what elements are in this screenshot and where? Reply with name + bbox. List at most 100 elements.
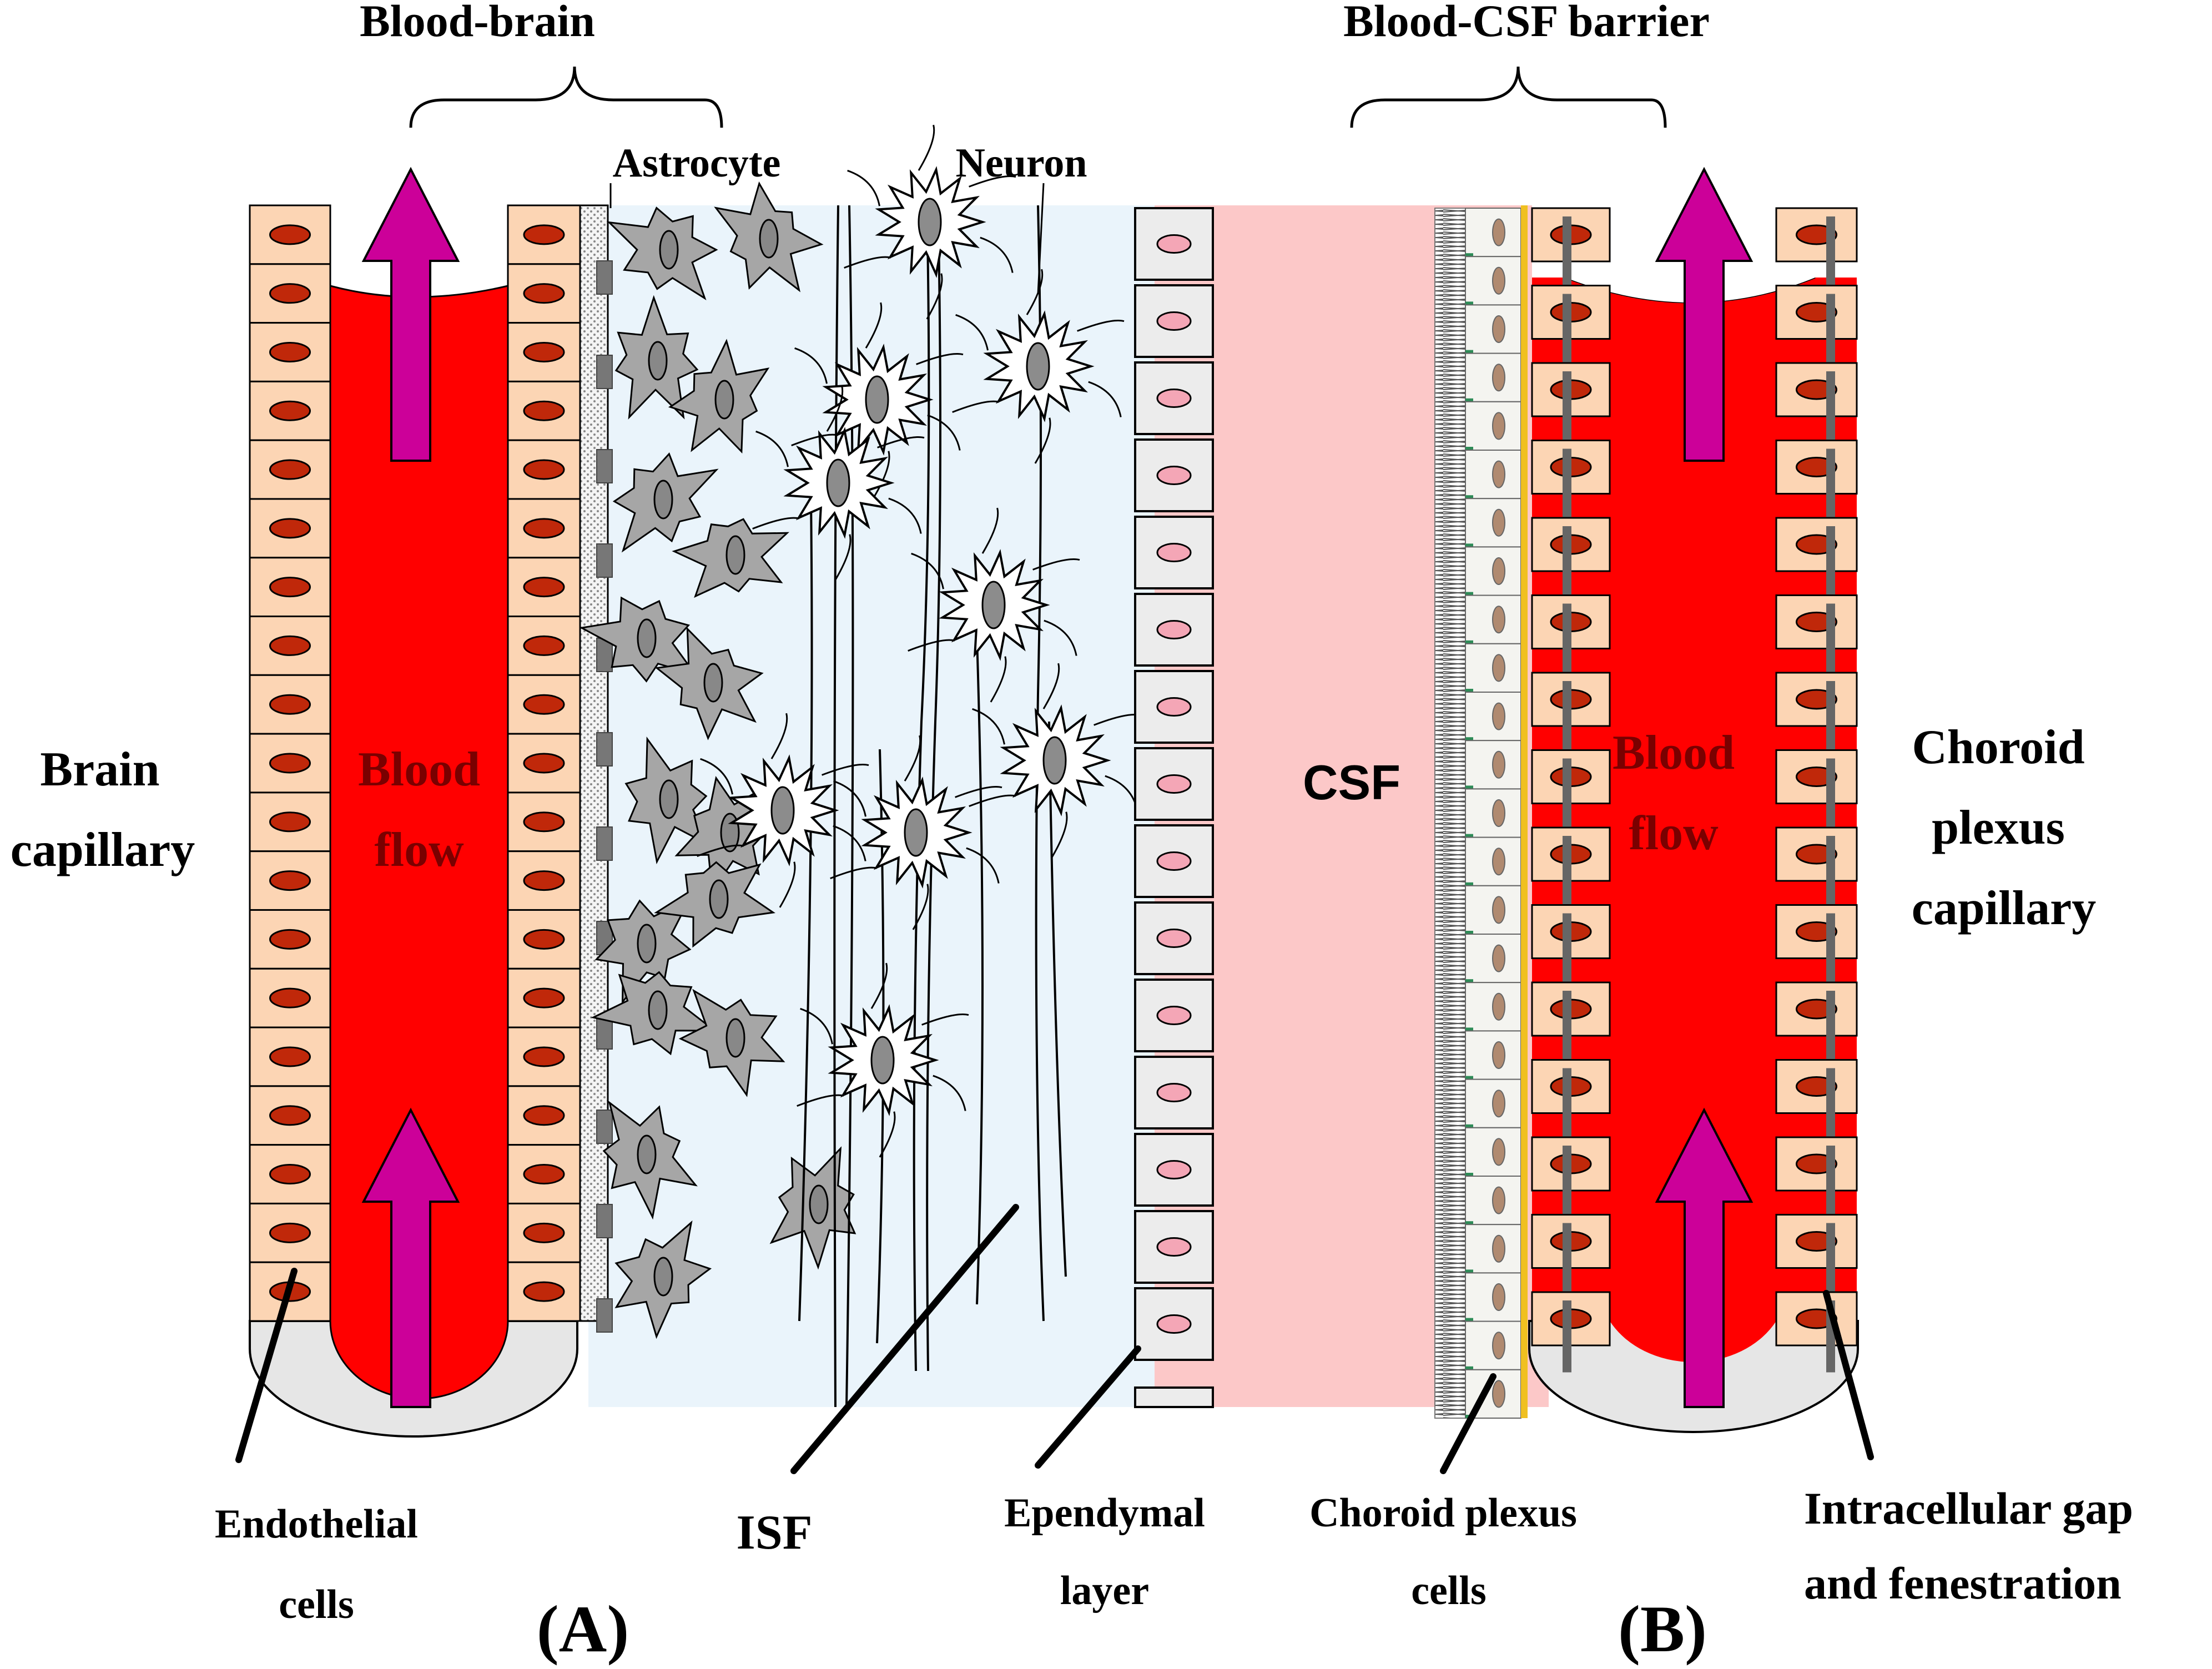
fenestration-gap <box>1826 991 1835 1063</box>
endothelial-cells-left <box>249 204 331 1322</box>
astrocyte-nucleus <box>709 879 729 919</box>
choroid-plexus-nucleus <box>1492 1283 1505 1311</box>
fenestrated-endothelial-cell <box>1775 440 1858 495</box>
ependymal-cell <box>1134 1386 1214 1408</box>
neuron-nucleus <box>865 375 889 424</box>
astrocyte-label: Astrocyte <box>613 140 781 186</box>
endothelial-nucleus <box>523 518 565 539</box>
tight-junction <box>1465 1173 1473 1176</box>
dendrite <box>826 385 844 432</box>
choroid-plexus-nucleus <box>1492 944 1505 972</box>
astrocyte-nucleus <box>725 535 745 575</box>
tight-junction <box>1465 1076 1473 1080</box>
tight-junction <box>1465 301 1473 305</box>
panel-a-label: (A) <box>537 1592 629 1666</box>
fenestrated-cells-right <box>1775 207 1858 1373</box>
fenestration-gap <box>1563 1068 1571 1140</box>
choroid-plexus-nucleus <box>1492 1090 1505 1118</box>
fenestration-gap <box>1826 294 1835 366</box>
ependymal-nucleus <box>1156 1237 1192 1257</box>
choroid-plexus-cells-line1: Choroid plexus <box>1309 1490 1577 1536</box>
dendrite <box>918 124 935 171</box>
fenestration-gap <box>1826 603 1835 675</box>
end-foot <box>596 1204 613 1238</box>
endothelial-nucleus <box>269 577 311 598</box>
ependymal-nucleus <box>1156 311 1192 331</box>
fenestration-gap <box>1826 836 1835 908</box>
choroid-plexus-nucleus <box>1492 654 1505 682</box>
blood-flow-arrow-a-bottom <box>361 1107 460 1408</box>
endothelial-nucleus <box>523 283 565 304</box>
blood-flow-a-line2: flow <box>374 823 464 877</box>
ependymal-layer-line1: Ependymal <box>1004 1490 1205 1536</box>
fenestration-gap <box>1563 526 1571 598</box>
fenestration-gap <box>1826 913 1835 985</box>
astrocyte-nucleus <box>725 1018 745 1058</box>
blood-flow-b-line1: Blood <box>1613 726 1735 780</box>
choroid-plexus-nucleus <box>1492 1332 1505 1360</box>
brain-capillary-label-line2: capillary <box>11 823 195 877</box>
ependymal-nucleus <box>1156 929 1192 948</box>
blood-brain-title: Blood-brain <box>360 0 595 46</box>
tight-junction <box>1465 931 1473 934</box>
dendrite <box>822 763 869 776</box>
choroid-plexus-nucleus <box>1492 266 1505 295</box>
dendrite <box>844 256 891 269</box>
neuron-nucleus <box>870 1036 895 1085</box>
dendrite <box>911 552 944 589</box>
endothelial-nucleus <box>269 224 311 245</box>
intracellular-gap-line1: Intracellular gap <box>1804 1483 2133 1534</box>
fenestration-gap <box>1563 758 1571 830</box>
dendrite <box>1032 558 1080 571</box>
choroid-plexus-nucleus <box>1492 460 1505 488</box>
dendrite <box>981 507 999 554</box>
ependymal-nucleus <box>1156 697 1192 717</box>
choroid-basement-membrane <box>1521 205 1528 1418</box>
dendrite <box>916 352 964 365</box>
choroid-capillary-line3: capillary <box>1912 881 2096 935</box>
endothelial-nucleus <box>523 1105 565 1126</box>
ependymal-nucleus <box>1156 389 1192 408</box>
panel-a-blood-brain-barrier <box>249 66 1216 1438</box>
fenestration-gap <box>1563 603 1571 675</box>
dendrite <box>700 758 733 795</box>
end-foot <box>596 1110 613 1144</box>
dendrite <box>933 1075 966 1111</box>
endothelial-nucleus <box>523 1222 565 1243</box>
choroid-plexus-nucleus <box>1492 1186 1505 1214</box>
dendrite <box>830 866 878 879</box>
astrocyte-nucleus <box>653 1257 673 1297</box>
fenestration-gap <box>1563 681 1571 753</box>
endothelial-nucleus <box>269 1046 311 1067</box>
endothelial-nucleus <box>269 635 311 656</box>
neuron-nucleus <box>918 198 942 246</box>
dendrite <box>873 451 890 497</box>
fenestration-gap <box>1826 1146 1835 1218</box>
endothelial-nucleus <box>269 518 311 539</box>
tight-junction <box>1465 882 1473 886</box>
dendrite <box>1034 417 1051 464</box>
brain-capillary-label-line1: Brain <box>40 743 159 796</box>
tight-junction <box>1465 495 1473 499</box>
fenestration-gap <box>1826 1068 1835 1140</box>
isf-label: ISF <box>737 1506 813 1560</box>
end-foot <box>596 355 613 389</box>
ependymal-nucleus <box>1156 234 1192 254</box>
endothelial-nucleus <box>269 870 311 891</box>
choroid-plexus-nucleus <box>1492 848 1505 876</box>
astrocyte-nucleus <box>637 1134 657 1174</box>
fenestration-gap <box>1563 1223 1571 1295</box>
astrocyte-nucleus <box>637 618 657 658</box>
tight-junction <box>1465 979 1473 983</box>
fenestration-gap <box>1826 1223 1835 1295</box>
ependymal-nucleus <box>1156 466 1192 485</box>
blood-flow-arrow-b-top <box>1655 167 1754 462</box>
choroid-plexus-nucleus <box>1492 992 1505 1021</box>
fenestration-gap <box>1563 448 1571 521</box>
endothelial-nucleus <box>269 1105 311 1126</box>
dendrite <box>1088 381 1122 417</box>
fenestration-gap <box>1563 371 1571 443</box>
astrocyte-nucleus <box>659 230 679 270</box>
choroid-plexus-nucleus <box>1492 799 1505 827</box>
neuron-nucleus <box>826 458 850 507</box>
